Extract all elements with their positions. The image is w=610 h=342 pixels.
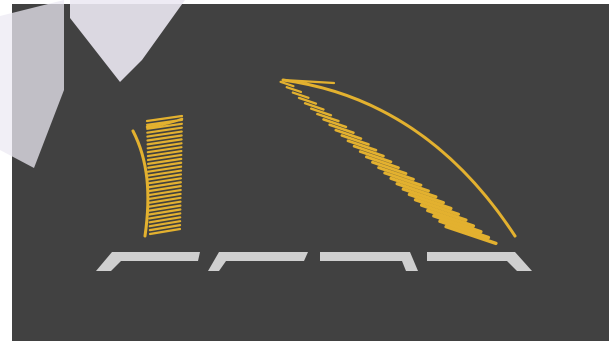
left-lane-group [133, 116, 182, 236]
bottom-marking-4 [427, 252, 532, 271]
bottom-marking-2 [208, 252, 308, 271]
right-hatch-stripe [299, 98, 316, 104]
bottom-marking-1 [96, 252, 200, 271]
right-lane-hatch [281, 82, 496, 244]
right-lane-group [281, 80, 515, 243]
left-lane-hatch [147, 116, 182, 234]
right-lane-outer-line [283, 80, 515, 236]
bottom-marking-3 [320, 252, 418, 271]
right-hatch-stripe [293, 93, 309, 98]
bottom-markings [96, 252, 532, 271]
right-hatch-stripe [287, 87, 301, 92]
left-lane-outer-line [133, 131, 148, 236]
